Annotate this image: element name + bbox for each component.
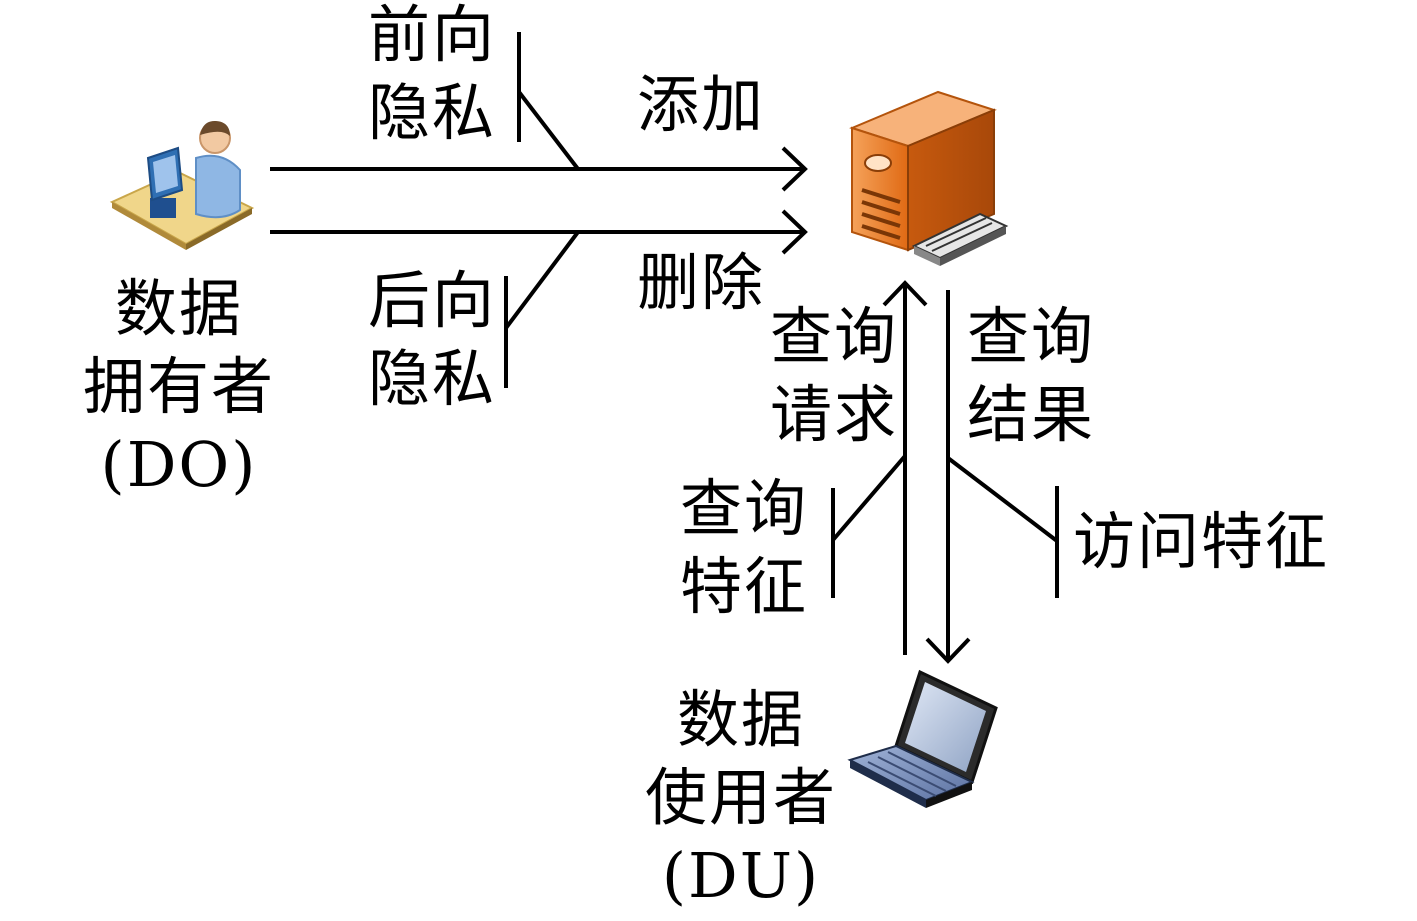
person-at-computer-icon — [109, 120, 255, 250]
delete-label: 删除 — [637, 244, 765, 322]
query-result-line1: 查询 — [967, 300, 1096, 373]
data-user-line2: 使用者 — [644, 761, 837, 834]
data-owner-line2: 拥有者 — [82, 350, 275, 423]
query-feature-line1: 查询 — [680, 472, 809, 545]
backward-privacy-line2: 隐私 — [368, 342, 497, 415]
data-user-label: 数据 使用者 (DU) — [632, 681, 850, 915]
backward-privacy-label: 后向 隐私 — [368, 262, 496, 418]
query-feature-label: 查询 特征 — [680, 470, 808, 626]
query-request-line2: 请求 — [770, 378, 899, 451]
query-request-label: 查询 请求 — [770, 298, 898, 454]
query-result-arrow — [925, 290, 971, 664]
query-request-line1: 查询 — [770, 300, 899, 373]
access-feature-text: 访问特征 — [1073, 505, 1330, 578]
add-label: 添加 — [637, 66, 765, 144]
access-feature-label: 访问特征 — [1073, 503, 1329, 581]
laptop-icon — [847, 669, 998, 808]
server-icon — [849, 90, 1009, 266]
query-result-line2: 结果 — [967, 378, 1096, 451]
query-request-arrow — [882, 280, 928, 655]
forward-privacy-line2: 隐私 — [368, 76, 497, 149]
backward-privacy-callout — [504, 230, 580, 388]
forward-privacy-line1: 前向 — [368, 0, 497, 71]
data-owner-line1: 数据 — [114, 272, 243, 345]
add-arrow — [270, 146, 808, 192]
query-feature-line2: 特征 — [680, 550, 809, 623]
delete-label-text: 删除 — [637, 246, 766, 319]
data-user-line1: 数据 — [676, 683, 805, 756]
access-feature-callout — [946, 456, 1059, 598]
data-owner-line3: (DO) — [100, 428, 258, 501]
forward-privacy-label: 前向 隐私 — [368, 0, 496, 152]
delete-arrow — [270, 209, 808, 255]
data-owner-label: 数据 拥有者 (DO) — [70, 270, 288, 504]
backward-privacy-line1: 后向 — [368, 264, 497, 337]
add-label-text: 添加 — [637, 68, 766, 141]
query-result-label: 查询 结果 — [967, 298, 1095, 454]
query-feature-callout — [831, 454, 907, 598]
data-user-line3: (DU) — [661, 839, 821, 912]
forward-privacy-callout — [517, 32, 580, 171]
